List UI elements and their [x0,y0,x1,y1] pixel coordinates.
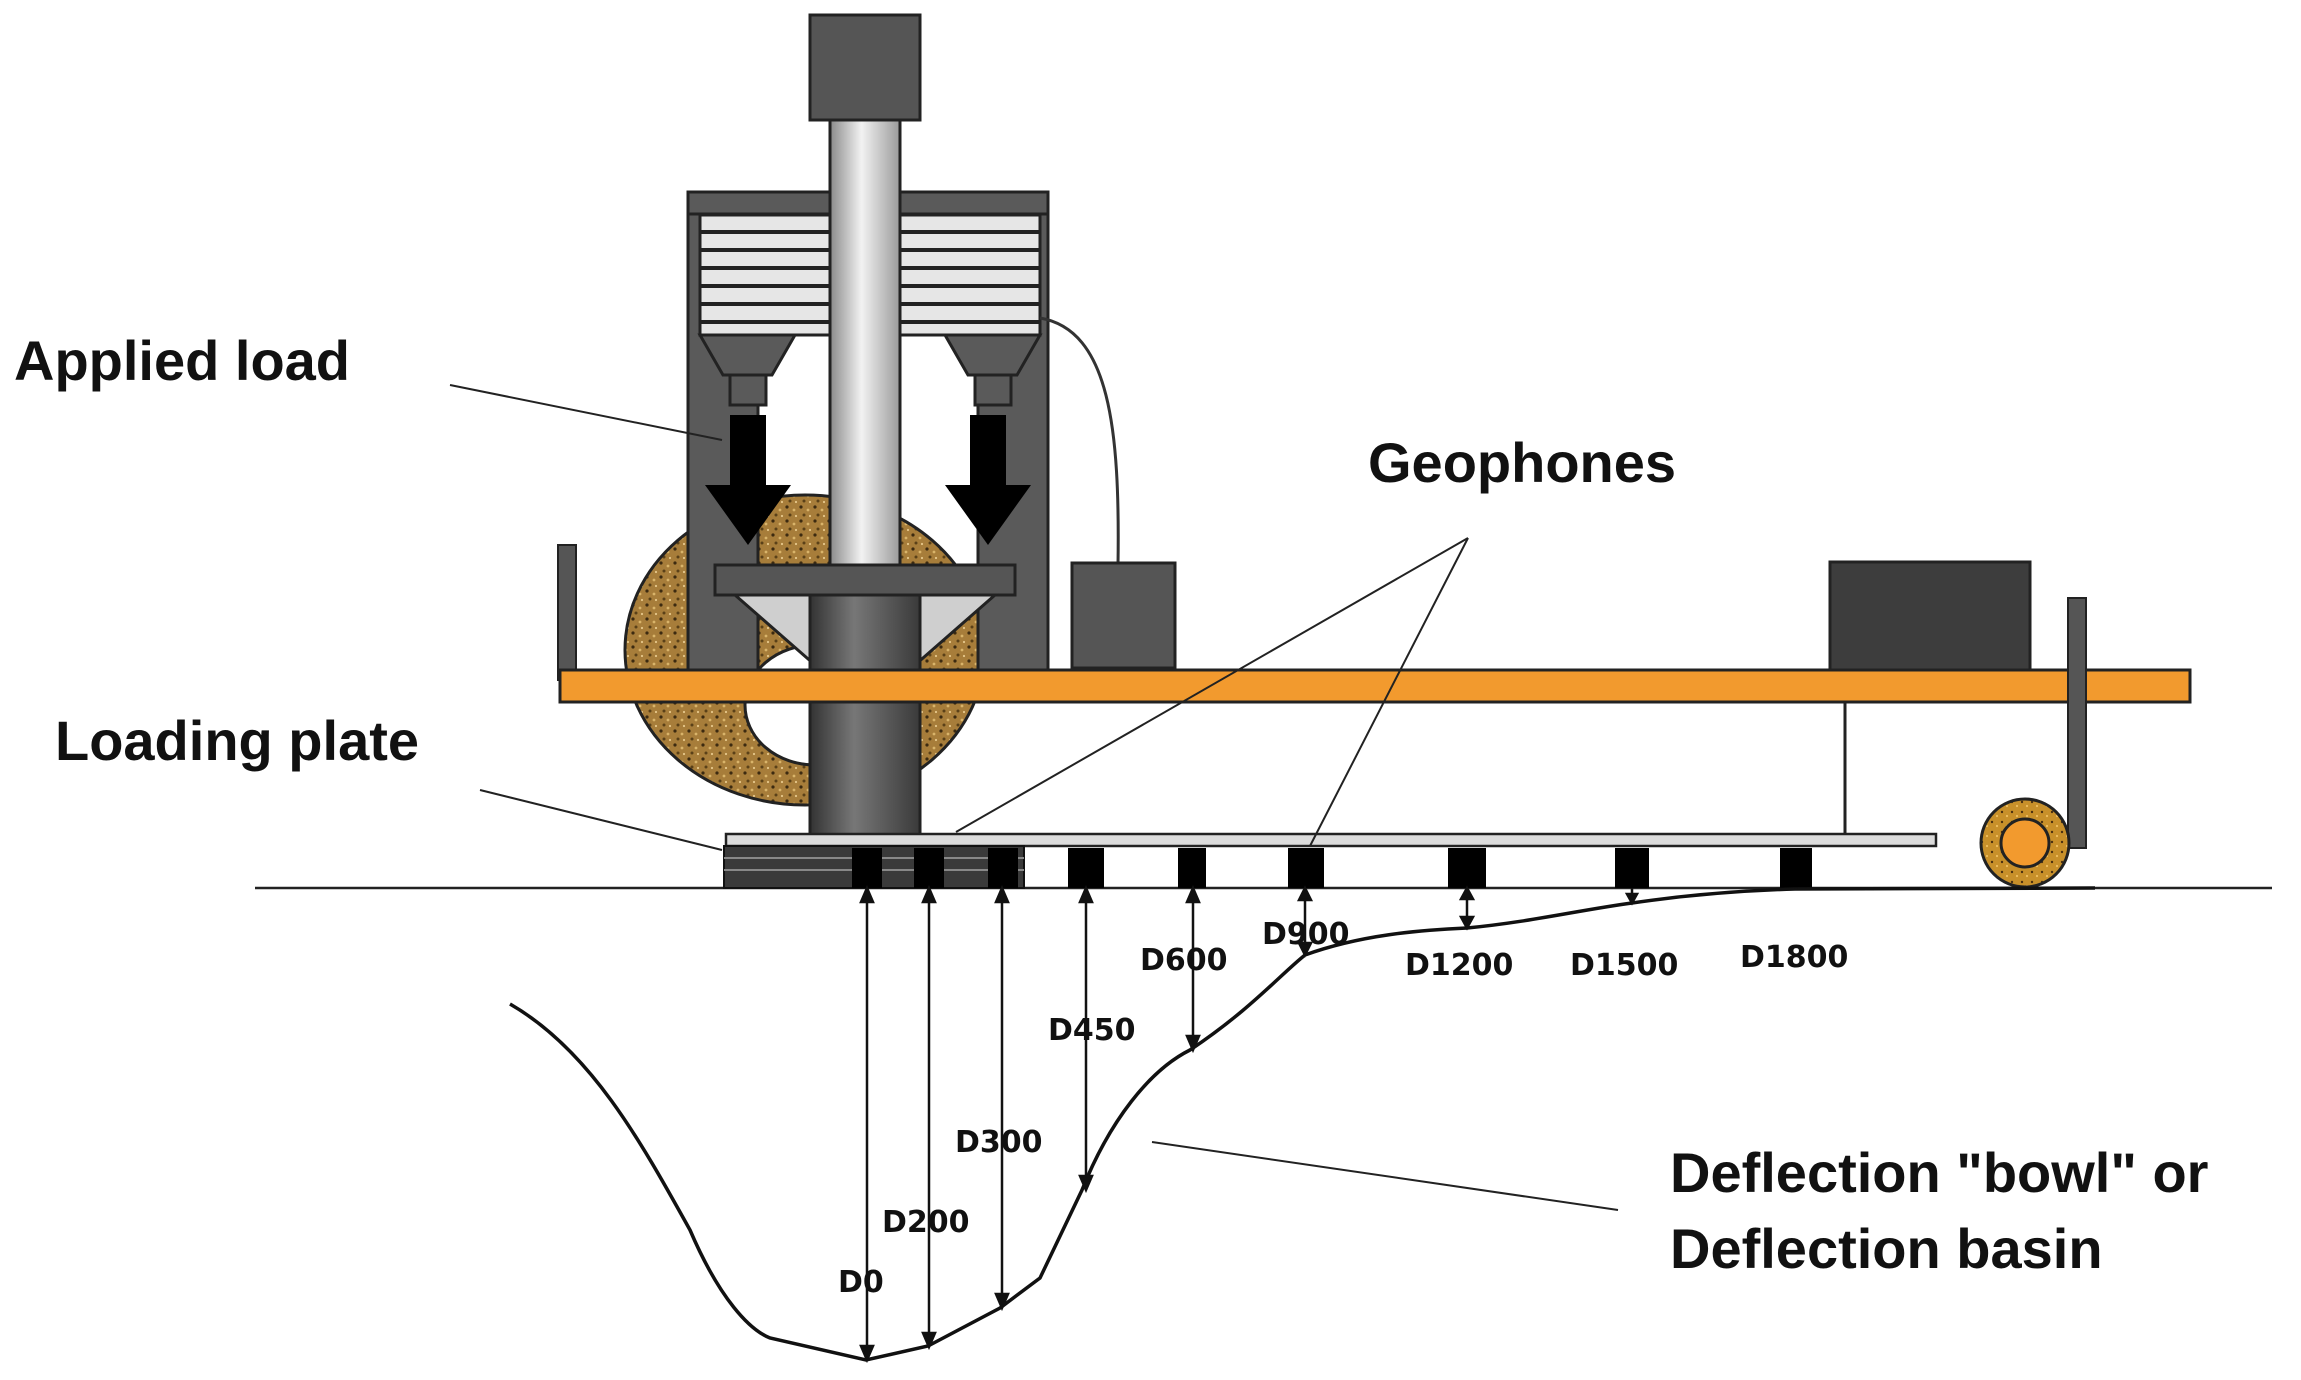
deflection-label-d450: D450 [1048,1013,1136,1048]
deflection-label-d1200: D1200 [1405,948,1513,983]
deflection-label-d1800: D1800 [1740,940,1848,975]
loading-plate-label: Loading plate [55,709,419,772]
left-post [557,544,577,681]
deflection-label-d200: D200 [882,1205,970,1240]
deflection-basin-label-line1: Deflection "bowl" or [1670,1141,2208,1204]
geophones-label: Geophones [1368,431,1676,494]
deflection-label-d900: D900 [1262,917,1350,952]
electronics-box [1070,561,1177,670]
geophone-d600 [1178,848,1206,888]
deflection-arrows [859,884,1798,1364]
leader-lines [449,384,1619,1211]
top-cylinder-cap [808,13,922,122]
deflection-label-d600: D600 [1140,943,1228,978]
deflection-basin-curve [509,886,2096,1362]
geophone-d0 [852,848,882,888]
applied-load-label: Applied load [14,329,350,392]
deflection-basin-label-line2: Deflection basin [1670,1217,2103,1280]
deflection-label-d0: D0 [838,1265,884,1300]
rear-equipment-box [1828,560,2032,672]
deflection-label-d1500: D1500 [1570,948,1678,983]
geophone-bar [724,832,1938,848]
right-post [2067,597,2087,849]
trailer-frame [558,668,2192,704]
geophone-d1800 [1780,848,1812,888]
geophone-d450 [1068,848,1104,888]
geophone-d300 [988,848,1018,888]
deflection-label-d300: D300 [955,1125,1043,1160]
geophone-d900 [1288,848,1324,888]
applied-load-arrows [705,415,1031,545]
geophones [852,848,1812,888]
sensor-cable [1039,316,1120,566]
geophone-d1500 [1615,848,1649,888]
geophone-d1200 [1448,848,1486,888]
load-anvil [713,563,1017,837]
guide-shaft [828,118,902,602]
geophone-d200 [914,848,944,888]
trailer-wheel [1979,797,2071,889]
